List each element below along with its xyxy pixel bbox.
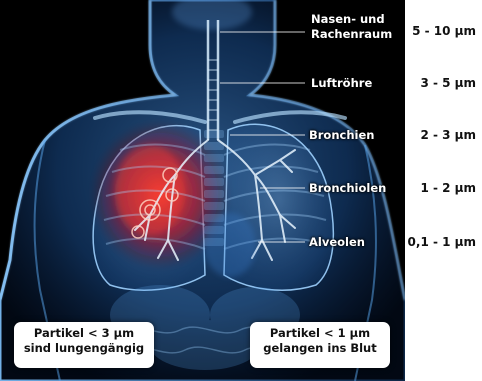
label-trachea: Luftröhre [311,75,372,91]
anatomy-illustration: Nasen- und Rachenraum Luftröhre Bronchie… [0,0,405,381]
label-nasal-pharynx-line-2: Rachenraum [311,27,392,42]
size-trachea: 3 - 5 µm [404,75,476,91]
note-enters-blood: Partikel < 1 µm gelangen ins Blut [250,322,390,368]
label-bronchioles: Bronchiolen [309,180,386,196]
note-lung-penetrating-line-2: sind lungengängig [20,341,148,356]
note-lung-penetrating: Partikel < 3 µm sind lungengängig [14,322,154,368]
size-bronchioles: 1 - 2 µm [404,180,476,196]
label-nasal-pharynx-line-1: Nasen- und [311,12,392,27]
size-bronchi: 2 - 3 µm [404,127,476,143]
size-nasal-pharynx: 5 - 10 µm [404,23,476,39]
note-lung-penetrating-line-1: Partikel < 3 µm [20,326,148,341]
note-enters-blood-line-1: Partikel < 1 µm [256,326,384,341]
size-alveoli: 0,1 - 1 µm [404,234,476,250]
label-nasal-pharynx: Nasen- und Rachenraum [311,12,392,42]
label-bronchi: Bronchien [309,127,374,143]
label-alveoli: Alveolen [309,234,365,250]
note-enters-blood-line-2: gelangen ins Blut [256,341,384,356]
